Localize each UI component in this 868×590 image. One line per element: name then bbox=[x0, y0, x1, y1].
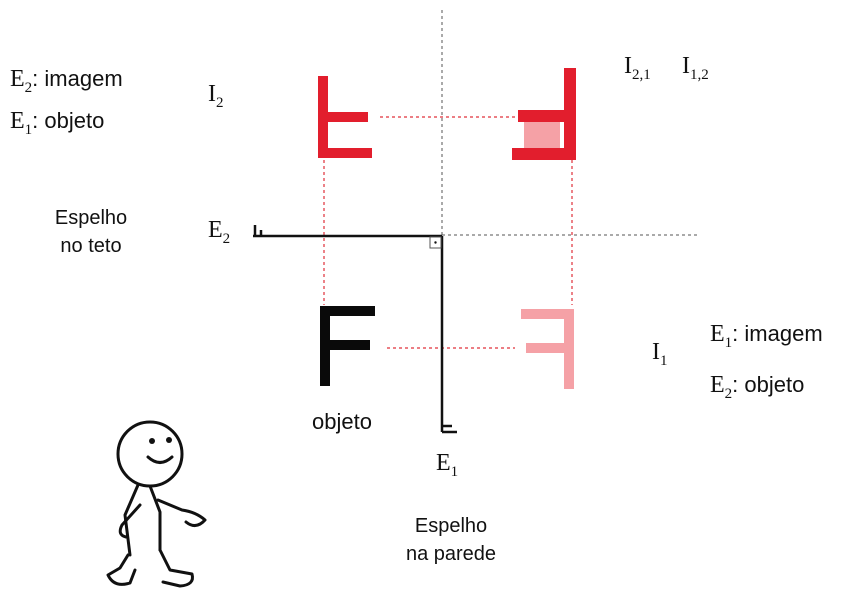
label-i1: I1 bbox=[652, 339, 668, 369]
ceiling-mirror bbox=[253, 225, 442, 238]
person-leg-front bbox=[158, 548, 194, 588]
ceiling-image-letter-f bbox=[318, 76, 372, 158]
object-caption: objeto bbox=[312, 409, 372, 434]
legend-e1-image: E1: imagem bbox=[710, 321, 823, 351]
label-e1-mirror: E1 bbox=[436, 450, 458, 480]
object-letter-f bbox=[320, 306, 375, 386]
label-i21: I2,1 bbox=[624, 53, 651, 83]
label-i2: I2 bbox=[208, 81, 224, 111]
label-e2-mirror: E2 bbox=[208, 217, 230, 247]
person-arm-right bbox=[156, 498, 207, 527]
person-head bbox=[116, 420, 184, 488]
double-image-letter-f bbox=[512, 68, 576, 160]
wall-mirror bbox=[440, 236, 457, 434]
ceiling-mirror-caption-line1: Espelho bbox=[55, 207, 127, 229]
person-illustration bbox=[106, 420, 207, 588]
legend-e2-image: E2: imagem bbox=[10, 66, 123, 96]
person-arm-left bbox=[118, 503, 142, 539]
wall-mirror-caption-line1: Espelho bbox=[415, 515, 487, 537]
right-angle-marker bbox=[429, 236, 442, 249]
legend-e2-object: E2: objeto bbox=[710, 372, 804, 402]
wall-mirror-caption-line2: na parede bbox=[406, 543, 496, 565]
ceiling-mirror-caption-line2: no teto bbox=[60, 235, 121, 257]
legend-e1-object: E1: objeto bbox=[10, 108, 104, 138]
label-i12: I1,2 bbox=[682, 53, 709, 83]
wall-image-letter-f bbox=[521, 309, 574, 389]
person-leg-back bbox=[106, 553, 137, 586]
person-body bbox=[123, 483, 162, 557]
